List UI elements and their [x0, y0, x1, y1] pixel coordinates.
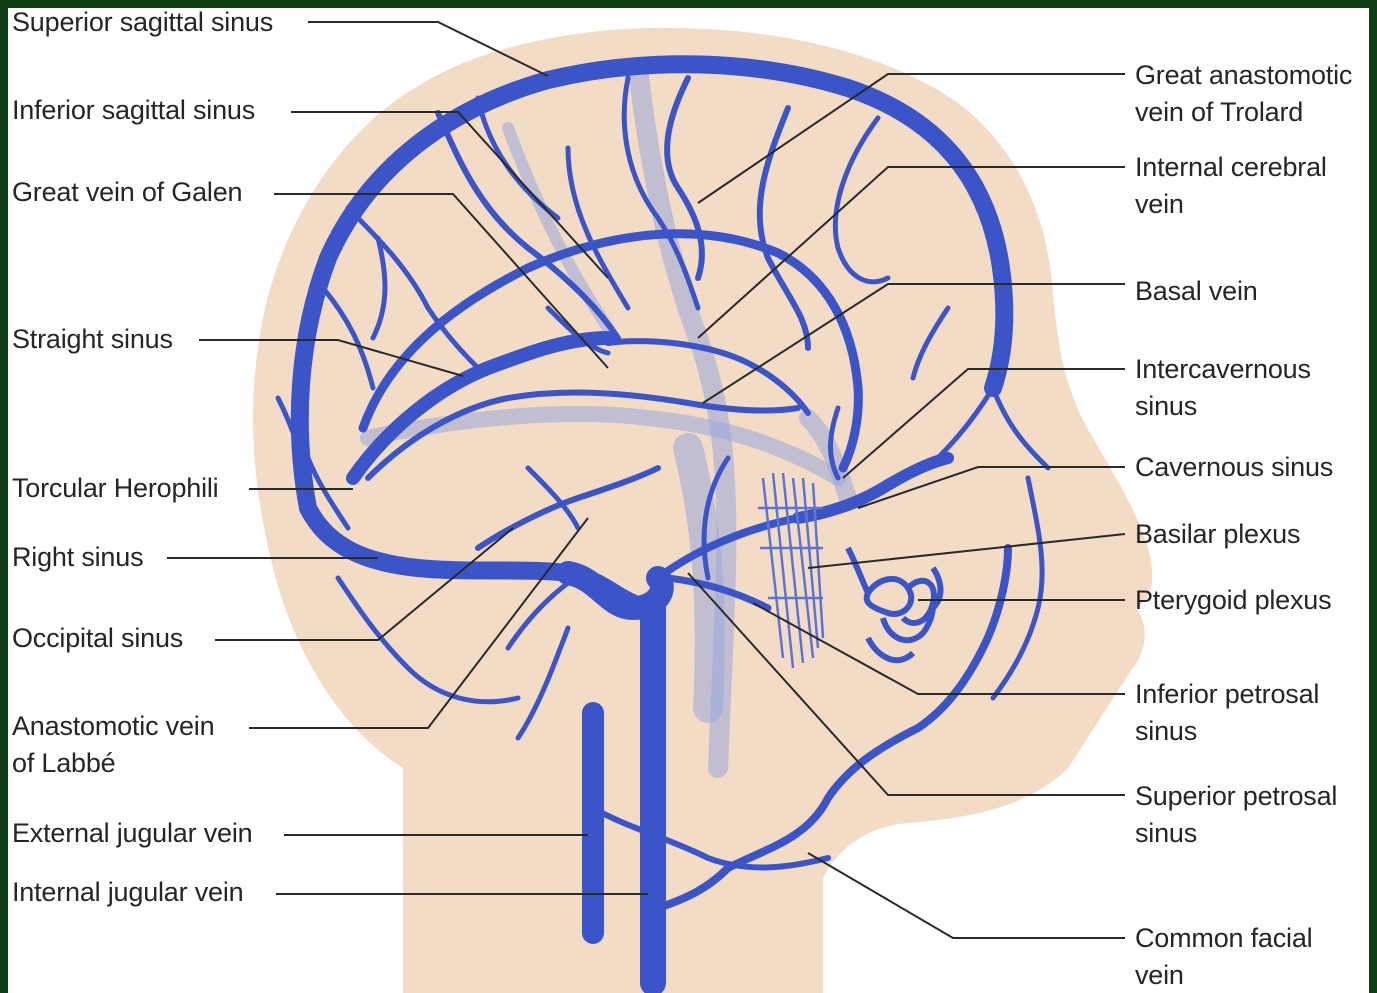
- label-occipital-sinus: Occipital sinus: [12, 620, 183, 657]
- diagram-frame: Superior sagittal sinus Inferior sagitta…: [8, 8, 1369, 993]
- label-great-anastomotic-vein-of-trolard: Great anastomotic vein of Trolard: [1135, 57, 1352, 131]
- label-inferior-petrosal-sinus: Inferior petrosal sinus: [1135, 676, 1319, 750]
- label-intercavernous-sinus: Intercavernous sinus: [1135, 351, 1311, 425]
- label-torcular-herophili: Torcular Herophili: [12, 470, 218, 507]
- label-right-sinus: Right sinus: [12, 539, 143, 576]
- label-superior-sagittal-sinus: Superior sagittal sinus: [12, 8, 273, 41]
- label-pterygoid-plexus: Pterygoid plexus: [1135, 582, 1331, 619]
- label-basal-vein: Basal vein: [1135, 273, 1258, 310]
- label-straight-sinus: Straight sinus: [12, 321, 173, 358]
- label-inferior-sagittal-sinus: Inferior sagittal sinus: [12, 92, 255, 129]
- label-anastomotic-vein-of-labbe: Anastomotic vein of Labbé: [12, 708, 214, 782]
- label-internal-jugular-vein: Internal jugular vein: [12, 874, 243, 911]
- label-basilar-plexus: Basilar plexus: [1135, 516, 1300, 553]
- label-superior-petrosal-sinus: Superior petrosal sinus: [1135, 778, 1337, 852]
- label-great-vein-of-galen: Great vein of Galen: [12, 174, 242, 211]
- label-external-jugular-vein: External jugular vein: [12, 815, 252, 852]
- label-internal-cerebral-vein: Internal cerebral vein: [1135, 149, 1327, 223]
- label-cavernous-sinus: Cavernous sinus: [1135, 449, 1333, 486]
- label-common-facial-vein: Common facial vein: [1135, 920, 1312, 993]
